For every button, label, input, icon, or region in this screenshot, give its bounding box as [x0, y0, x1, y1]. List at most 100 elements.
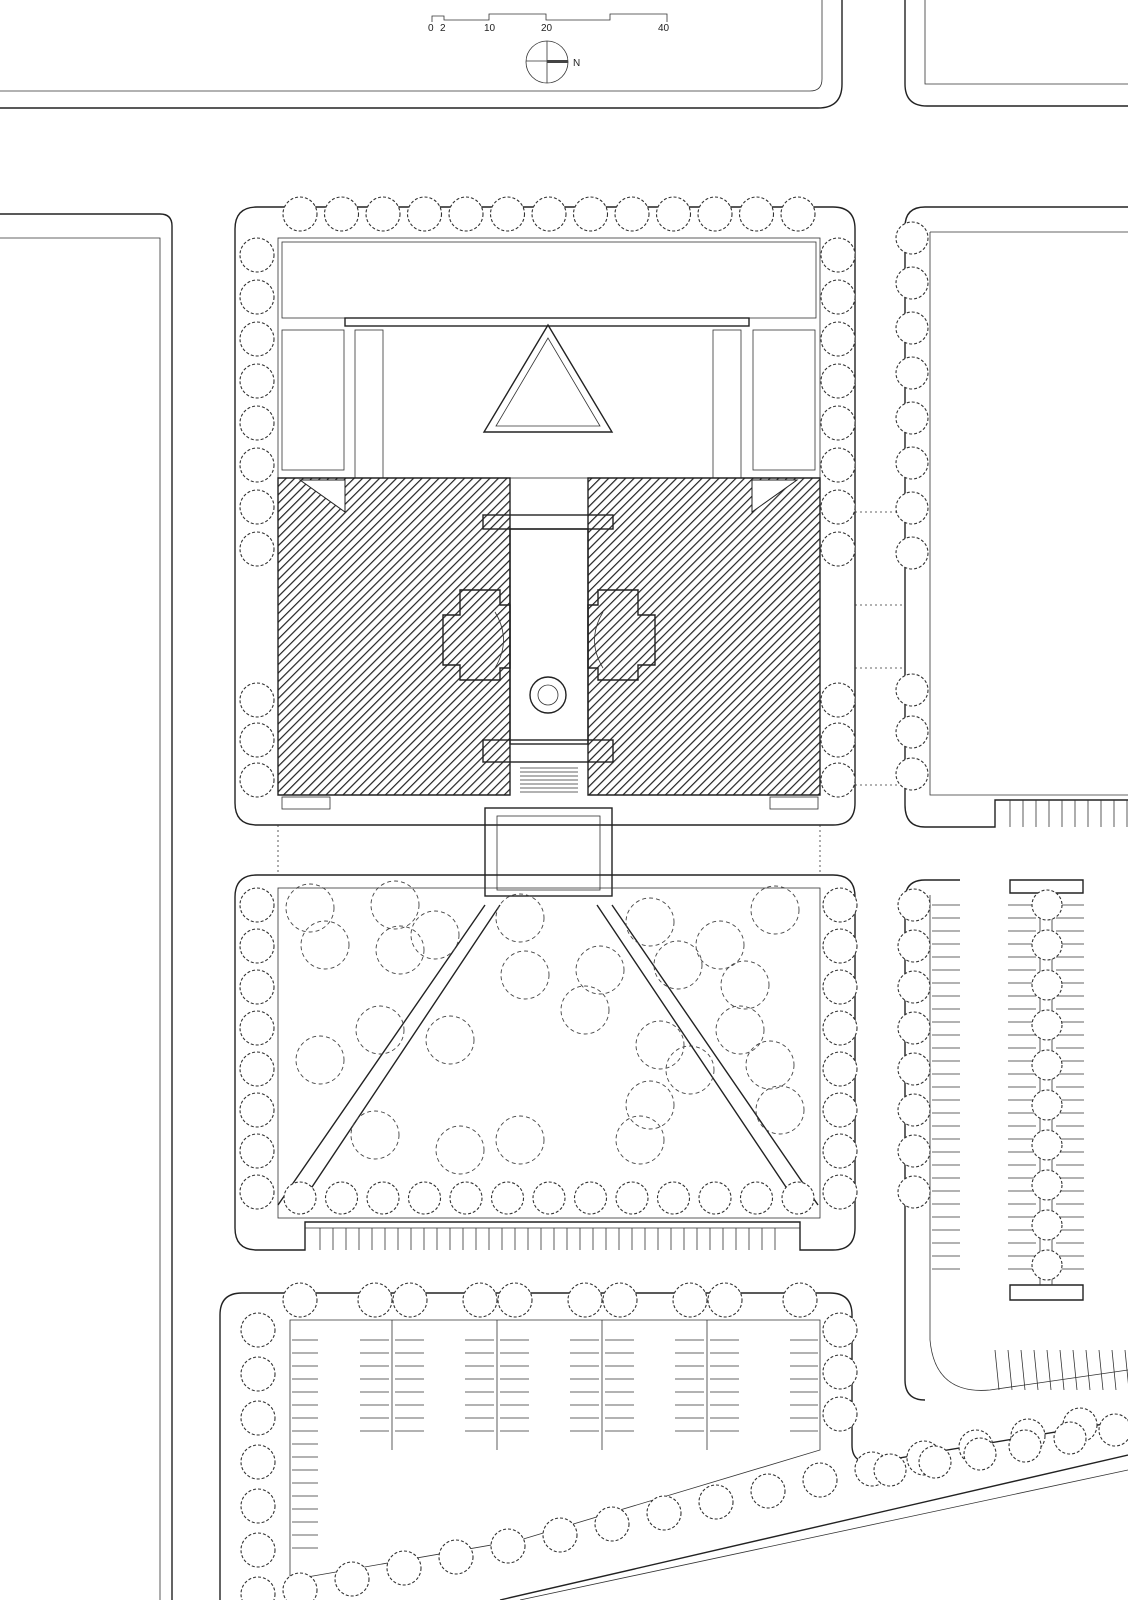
- tree-icon: [1031, 1009, 1063, 1041]
- tree-icon: [822, 887, 858, 923]
- parking-stall-line: [1098, 1349, 1104, 1391]
- tree-icon: [323, 196, 360, 232]
- tree-icon: [1031, 1049, 1063, 1081]
- tree-icon: [820, 682, 856, 718]
- parking-stall-line: [1085, 1349, 1091, 1391]
- parking-stall-line: [1059, 1349, 1065, 1391]
- tree-icon: [738, 196, 775, 232]
- tree-icon: [897, 970, 931, 1004]
- tree-icon: [625, 897, 675, 947]
- tree-icon: [239, 762, 275, 798]
- tree-icon: [239, 531, 275, 567]
- tree-icon: [410, 910, 460, 960]
- tree-icon: [963, 1437, 997, 1471]
- tree-icon: [495, 893, 545, 943]
- tree-icon: [239, 1133, 275, 1169]
- tree-icon: [822, 1354, 858, 1390]
- tree-icon: [822, 1010, 858, 1046]
- tree-icon: [240, 1532, 276, 1568]
- tree-icon: [895, 491, 929, 525]
- tree-icon: [407, 1181, 442, 1215]
- tree-icon: [1031, 1089, 1063, 1121]
- tree-icon: [895, 356, 929, 390]
- tree-icon: [1031, 1249, 1063, 1281]
- tree-icon: [615, 1115, 665, 1165]
- tree-icon: [1008, 1429, 1042, 1463]
- tree-icon: [239, 237, 275, 273]
- tree-icon: [449, 1181, 483, 1215]
- tree-icon: [895, 266, 929, 300]
- tree-icon: [462, 1282, 498, 1318]
- tree-icon: [820, 531, 856, 567]
- tree-icon: [594, 1506, 630, 1542]
- tree-icon: [897, 888, 931, 922]
- tree-icon: [822, 1312, 858, 1348]
- tree-icon: [635, 1020, 685, 1070]
- tree-icon: [698, 1484, 734, 1520]
- scale-label-0: 0: [428, 23, 434, 34]
- tree-icon: [357, 1282, 393, 1318]
- tree-icon: [489, 196, 526, 232]
- tree-icon: [755, 1085, 805, 1135]
- tree-icon: [1053, 1421, 1087, 1455]
- tree-icon: [625, 1080, 675, 1130]
- tree-icon: [822, 1051, 858, 1087]
- tree-icon: [602, 1282, 638, 1318]
- north-arrow-icon: N: [525, 40, 580, 84]
- tree-icon: [895, 401, 929, 435]
- tree-icon: [406, 196, 443, 232]
- tree-icon: [720, 960, 770, 1010]
- tree-icon: [750, 885, 800, 935]
- tree-icon: [239, 363, 275, 399]
- tree-icon: [750, 1473, 786, 1509]
- tree-icon: [802, 1462, 838, 1498]
- tree-icon: [822, 1092, 858, 1128]
- tree-icon: [895, 673, 929, 707]
- tree-icon: [500, 950, 550, 1000]
- parking-stall-line: [1111, 1349, 1117, 1391]
- tree-icon: [239, 321, 275, 357]
- tree-icon: [707, 1282, 743, 1318]
- tree-icon: [822, 928, 858, 964]
- tree-icon: [542, 1517, 578, 1553]
- tree-icon: [448, 196, 484, 232]
- scale-label-10: 10: [484, 23, 496, 34]
- tree-icon: [615, 1181, 649, 1215]
- tree-icon: [820, 363, 856, 399]
- tree-icon: [239, 405, 275, 441]
- tree-icon: [1031, 889, 1063, 921]
- trees: [239, 196, 1128, 1600]
- tree-icon: [895, 446, 929, 480]
- tree-icon: [1031, 1209, 1063, 1241]
- tree-icon: [240, 1444, 276, 1480]
- tree-icon: [695, 920, 745, 970]
- tree-icon: [240, 1356, 276, 1392]
- tree-icon: [822, 1133, 858, 1169]
- tree-icon: [1031, 1169, 1063, 1201]
- tree-icon: [572, 196, 609, 232]
- tree-icon: [1031, 969, 1063, 1001]
- building-west-wing: [277, 477, 511, 796]
- tree-icon: [282, 1282, 318, 1318]
- tree-icon: [897, 1011, 931, 1045]
- tree-icon: [334, 1561, 370, 1597]
- tree-icon: [239, 489, 275, 525]
- tree-icon: [573, 1181, 608, 1215]
- tree-icon: [575, 945, 625, 995]
- parking-stall-line: [1124, 1349, 1128, 1385]
- parking-stall-line: [1033, 1349, 1039, 1391]
- tree-icon: [239, 447, 275, 483]
- tree-icon: [1098, 1413, 1128, 1447]
- tree-icon: [1031, 929, 1063, 961]
- scale-bar: 0 2 10 20 40: [428, 13, 670, 34]
- tree-icon: [239, 1010, 275, 1046]
- tree-icon: [697, 196, 733, 232]
- tree-icon: [240, 1488, 276, 1524]
- tree-icon: [560, 985, 610, 1035]
- tree-icon: [425, 1015, 475, 1065]
- parking-stall-line: [1007, 1349, 1013, 1391]
- tree-icon: [239, 279, 275, 315]
- parking-stall-line: [1072, 1349, 1078, 1391]
